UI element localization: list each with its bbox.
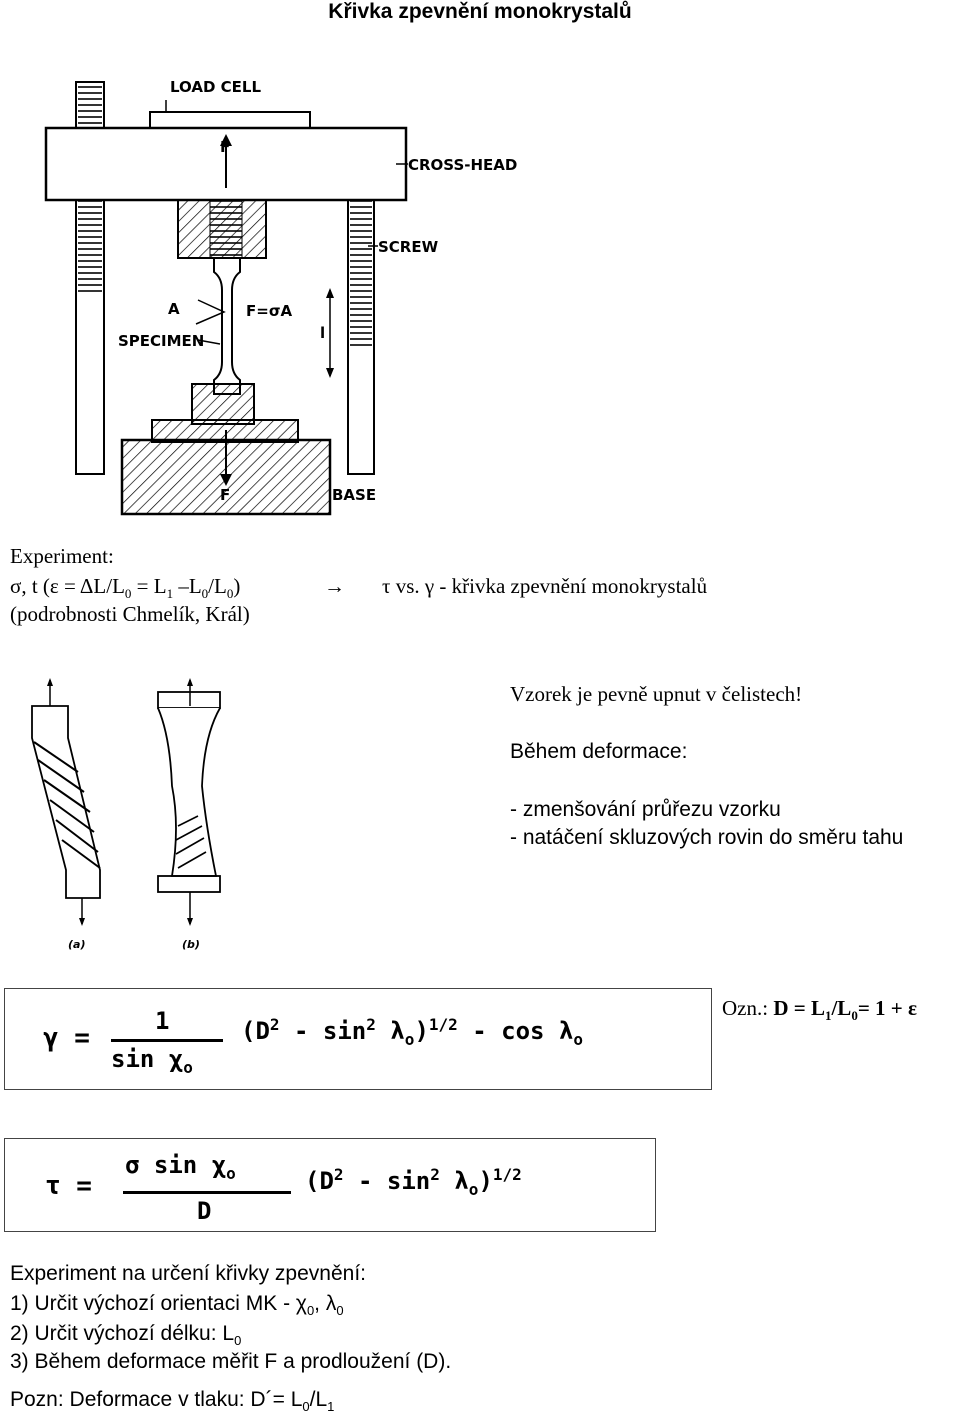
eq2-fraction-bar xyxy=(123,1191,291,1194)
equation-tau-box: τ = σ sin χo D (D2 - sin2 λo)1/2 xyxy=(4,1138,656,1232)
eq1-lhs: γ = xyxy=(43,1023,90,1053)
force-top-label: F xyxy=(220,138,230,156)
step-3: 3) Během deformace měřit F a prodloužení… xyxy=(10,1350,452,1373)
specimen xyxy=(213,257,241,395)
eq1-fraction-bar xyxy=(111,1039,223,1042)
note-fixed: Vzorek je pevně upnut v čelistech! xyxy=(510,682,803,706)
experiment-heading: Experiment: xyxy=(10,544,114,568)
force-bottom-label: F xyxy=(220,486,230,504)
note-item-2: - natáčení skluzových rovin do směru tah… xyxy=(510,826,904,849)
step-2: 2) Určit výchozí délku: L0 xyxy=(10,1322,242,1349)
experiment-note: (podrobnosti Chmelík, Král) xyxy=(10,602,250,626)
eq2-rest: (D2 - sin2 λo)1/2 xyxy=(305,1165,522,1199)
screw-label: SCREW xyxy=(378,238,439,256)
eq2-denominator: D xyxy=(197,1197,212,1225)
note-item-1: - zmenšování průřezu vzorku xyxy=(510,798,781,821)
eq2-lhs: τ = xyxy=(45,1171,92,1201)
figure-a-label: (a) xyxy=(68,938,86,951)
cross-head-label: CROSS-HEAD xyxy=(408,156,517,174)
experiment-formula: σ, t (ε = ΔL/L0 = L1 –L0/L0) xyxy=(10,574,241,602)
right-screw-thread xyxy=(350,200,372,350)
step-1: 1) Určit výchozí orientaci MK - χ0, λ0 xyxy=(10,1292,344,1319)
page-title: Křivka zpevnění monokrystalů xyxy=(328,0,632,23)
eq1-denominator: sin χo xyxy=(111,1045,193,1077)
ozn-definition: Ozn.: D = L1/L0= 1 + ε xyxy=(722,996,917,1024)
figure-b-label: (b) xyxy=(182,938,200,951)
load-cell-label: LOAD CELL xyxy=(170,78,261,96)
arrow-symbol: → xyxy=(324,574,345,598)
deformation-figures xyxy=(31,678,221,926)
eq1-rest: (D2 - sin2 λo)1/2 - cos λo xyxy=(241,1015,584,1049)
length-label: l xyxy=(320,324,325,342)
specimen-a xyxy=(31,705,101,899)
specimen-b xyxy=(157,707,221,877)
equation-gamma-box: γ = 1 sin χo (D2 - sin2 λo)1/2 - cos λo xyxy=(4,988,712,1090)
experiment-result: τ vs. γ - křivka zpevnění monokrystalů xyxy=(382,574,708,598)
lower-grip xyxy=(191,383,255,425)
stress-force-label: F=σA xyxy=(246,302,292,320)
eq2-numerator: σ sin χo xyxy=(125,1151,236,1183)
tensile-machine-diagram: F A F=σA l F LOAD CELL CROSS-HEAD SCREW … xyxy=(44,78,517,516)
specimen-label: SPECIMEN xyxy=(118,332,204,350)
eq1-numerator: 1 xyxy=(155,1007,170,1035)
note-during: Během deformace: xyxy=(510,740,688,763)
pozn-note: Pozn: Deformace v tlaku: D´= L0/L1 xyxy=(10,1388,335,1415)
area-label: A xyxy=(168,300,180,318)
steps-heading: Experiment na určení křivky zpevnění: xyxy=(10,1262,366,1285)
base-label: BASE xyxy=(332,486,376,504)
